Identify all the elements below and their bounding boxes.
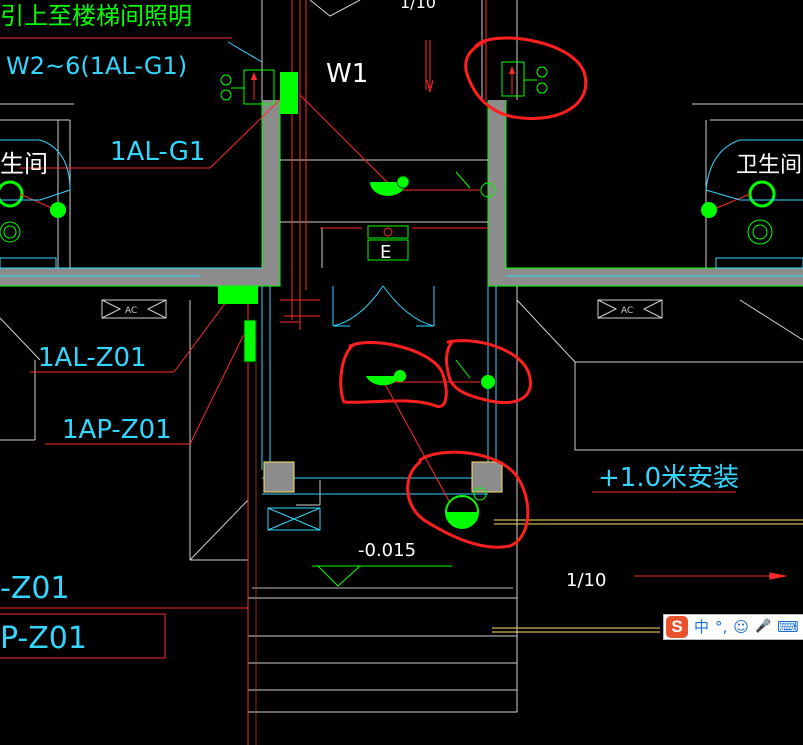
label-room-left: 生间 <box>0 150 48 178</box>
ime-language-toggle[interactable]: 中 <box>694 618 710 636</box>
double-door <box>332 285 435 327</box>
label-w2-6: W2~6(1AL-G1) <box>6 52 187 80</box>
yellow-elements <box>263 461 803 633</box>
label-slope-top: 1/10 <box>400 0 436 12</box>
microphone-icon[interactable]: 🎤 <box>754 619 772 634</box>
hand-annotations <box>339 36 588 549</box>
restroom-outlines <box>0 139 803 269</box>
lamp-icon <box>366 376 400 386</box>
toilet-fixture-right <box>711 180 776 245</box>
label-install-note: +1.0米安装 <box>598 463 739 493</box>
label-1ap-z01: 1AP-Z01 <box>62 415 172 445</box>
distribution-box-1ap-z01 <box>243 319 257 363</box>
sogou-logo-icon[interactable]: S <box>666 616 688 638</box>
labels: 引上至楼梯间照明 W2~6(1AL-G1) W1 1AL-G1 生间 卫生间 E… <box>0 0 802 656</box>
elevation-marker <box>312 565 452 587</box>
electrical-symbols <box>0 61 776 529</box>
label-1al-g1: 1AL-G1 <box>110 137 205 167</box>
switch-icon <box>481 375 495 389</box>
distribution-box-1al-z01 <box>218 286 258 304</box>
label-elevation: -0.015 <box>358 540 416 561</box>
wall-outlines <box>0 100 803 287</box>
emoji-icon[interactable]: ☺ <box>733 618 749 636</box>
break-line <box>309 0 361 17</box>
ime-toolbar[interactable]: S 中 °, ☺ 🎤 ⌨ <box>663 614 803 640</box>
slope-arrow-top <box>426 40 434 93</box>
ime-punctuation-toggle[interactable]: °, <box>715 618 728 636</box>
label-exit: E <box>380 242 391 263</box>
switch-icon-left <box>50 202 66 218</box>
exit-sign <box>367 225 409 261</box>
switch-icon-right <box>701 202 717 218</box>
keyboard-icon[interactable]: ⌨ <box>777 618 799 636</box>
ac-units <box>101 299 663 319</box>
label-z01-bottom: -Z01 <box>0 571 70 606</box>
label-ac-right: AC <box>621 306 633 316</box>
walls <box>0 100 803 286</box>
fan-symbol-left <box>220 69 275 105</box>
switch-icon <box>480 182 496 198</box>
toilet-fixture-left <box>0 180 57 243</box>
lamp-icon <box>370 182 406 196</box>
label-1al-z01: 1AL-Z01 <box>38 343 147 373</box>
fan-symbol-right <box>501 61 548 97</box>
label-room-right: 卫生间 <box>736 153 802 178</box>
label-p-z01-bottom: P-Z01 <box>0 621 87 656</box>
label-ac-left: AC <box>125 306 137 316</box>
distribution-box-w1 <box>280 72 298 114</box>
label-slope-right: 1/10 <box>566 570 606 591</box>
label-w1: W1 <box>326 59 368 89</box>
label-top-left: 引上至楼梯间照明 <box>0 2 192 30</box>
